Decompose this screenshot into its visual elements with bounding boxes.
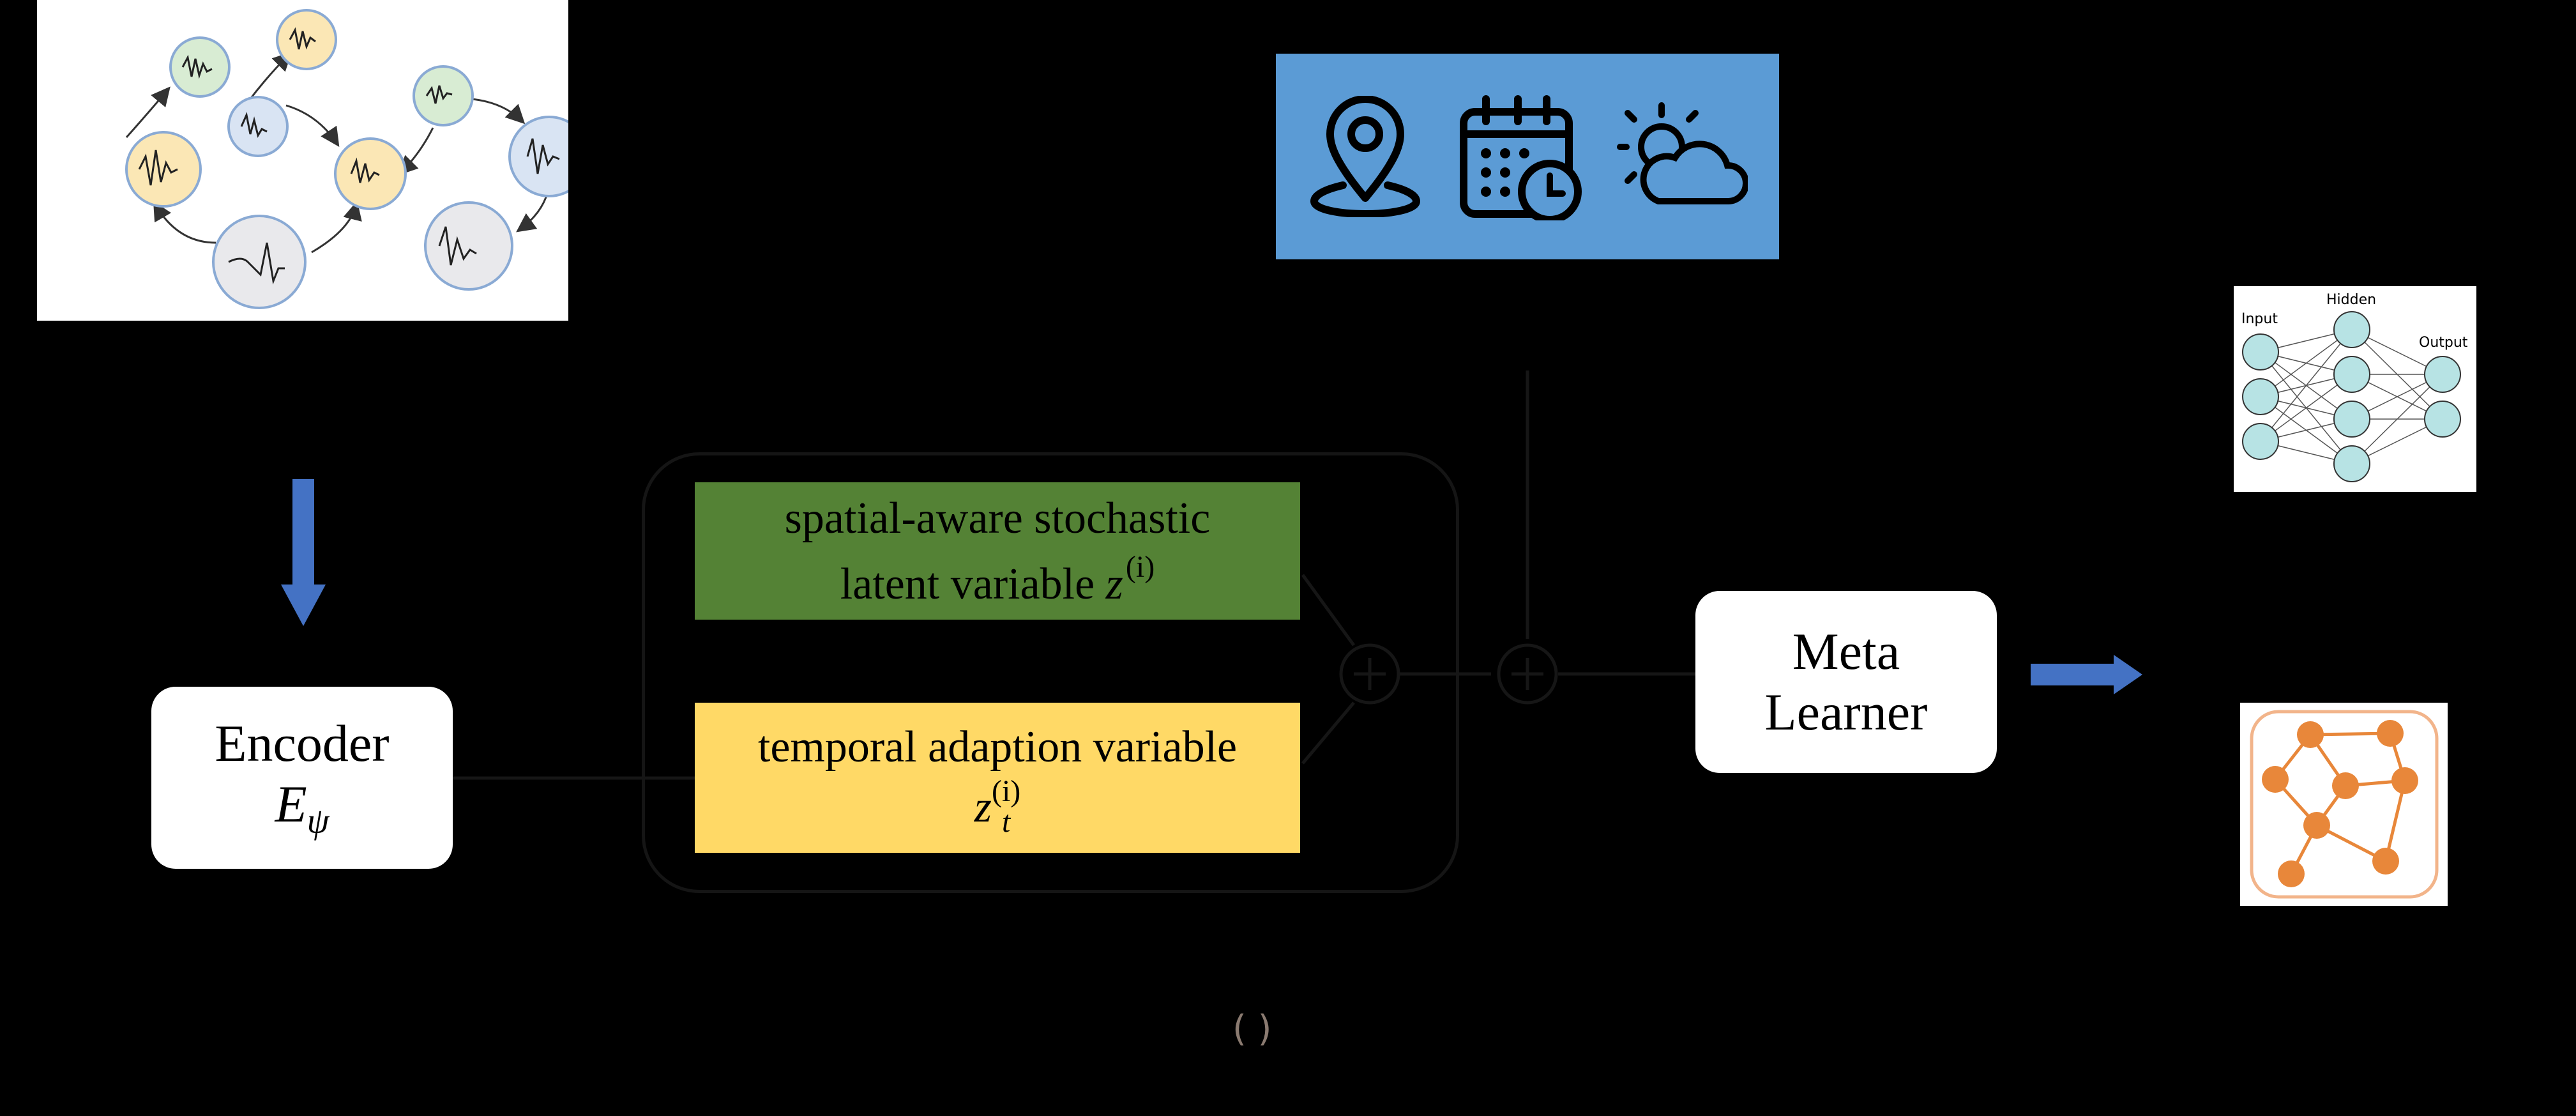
spatial-latent-superscript: (i)	[1125, 549, 1155, 584]
temporal-latent-box: temporal adaption variable z (i) t	[695, 703, 1300, 853]
graph-structure-icon	[2250, 710, 2439, 899]
temporal-latent-symbol: z	[974, 782, 992, 832]
spatial-latent-box: spatial-aware stochastic latent variable…	[695, 482, 1300, 620]
spatial-latent-symbol: z	[1105, 559, 1123, 609]
meta-learner-box: Meta Learner	[1695, 591, 1997, 773]
encoder-symbol-main: E	[275, 774, 307, 833]
temporal-latent-line1: temporal adaption variable	[757, 722, 1238, 772]
spatial-temporal-combiner	[1339, 643, 1400, 705]
temporal-latent-subscript: t	[1001, 805, 1011, 839]
spatial-latent-line2-text: latent variable	[840, 559, 1095, 609]
encoder-title: Encoder	[215, 714, 390, 773]
temporal-latent-symbol-row: z (i) t	[974, 776, 1021, 837]
calendar-clock-icon	[1460, 95, 1582, 220]
meta-learner-line1: Meta	[1792, 622, 1900, 681]
meta-learner-line2: Learner	[1764, 682, 1928, 741]
graph-panel	[2240, 703, 2448, 906]
nn-output-label: Output	[2419, 335, 2468, 351]
encoder-symbol: Eψ	[275, 774, 330, 842]
right-arrow-icon	[2031, 655, 2142, 694]
nn-hidden-label: Hidden	[2326, 292, 2376, 308]
neural-network-panel: Input Hidden Output	[2234, 286, 2476, 492]
temporal-latent-scripts: (i) t	[992, 776, 1020, 837]
location-pin-icon	[1310, 96, 1420, 217]
nn-input-label: Input	[2241, 311, 2278, 327]
spatial-latent-line2: latent variable z(i)	[840, 547, 1155, 613]
encoder-symbol-subscript: ψ	[307, 801, 330, 841]
down-arrow-icon	[281, 479, 326, 626]
temporal-to-combiner-line	[1301, 701, 1355, 765]
spatial-to-combiner-line	[1301, 574, 1356, 646]
context-combiner	[1497, 643, 1558, 705]
temporal-latent-superscript: (i)	[991, 774, 1021, 808]
figure-caption: ( )	[1232, 1008, 1272, 1050]
context-icons-box	[1276, 54, 1779, 259]
partly-cloudy-icon	[1616, 102, 1748, 204]
encoder-box: Encoder Eψ	[151, 687, 453, 869]
neural-network-diagram: Input Hidden Output	[2241, 292, 2468, 482]
spatial-latent-line1: spatial-aware stochastic	[784, 493, 1211, 543]
